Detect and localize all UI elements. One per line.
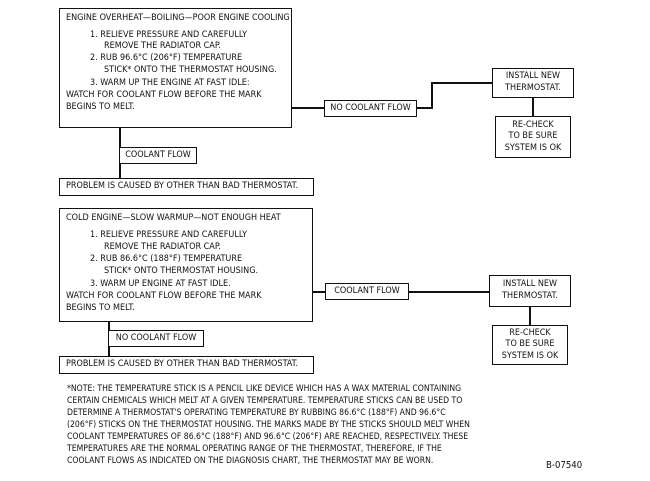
connector-line bbox=[431, 82, 493, 84]
overheat-step-1: 1. RELIEVE PRESSURE AND CAREFULLY bbox=[90, 30, 248, 40]
cold-engine-step-1-cont: REMOVE THE RADIATOR CAP. bbox=[104, 242, 221, 252]
cold-engine-step-2-cont: STICK* ONTO THERMOSTAT HOUSING. bbox=[104, 266, 259, 276]
cold-engine-recheck-line-3: SYSTEM IS OK bbox=[501, 350, 559, 361]
footnote-line: COOLANT FLOWS AS INDICATED ON THE DIAGNO… bbox=[67, 456, 434, 466]
connector-line bbox=[312, 291, 326, 293]
footnote-line: DETERMINE A THERMOSTAT'S OPERATING TEMPE… bbox=[67, 408, 446, 418]
cold-engine-step-3: 3. WARM UP ENGINE AT FAST IDLE. bbox=[90, 279, 231, 289]
overheat-title: ENGINE OVERHEAT—BOILING—POOR ENGINE COOL… bbox=[66, 13, 290, 23]
figure-id: B-07540 bbox=[546, 460, 583, 471]
cold-engine-result-text: PROBLEM IS CAUSED BY OTHER THAN BAD THER… bbox=[66, 359, 299, 369]
cold-engine-install-thermostat-box: INSTALL NEW THERMOSTAT. bbox=[489, 275, 571, 307]
overheat-recheck-line-3: SYSTEM IS OK bbox=[504, 142, 562, 153]
cold-engine-step-3-end: BEGINS TO MELT. bbox=[66, 303, 135, 313]
overheat-coolant-flow-box: COOLANT FLOW bbox=[119, 147, 197, 164]
overheat-step-3-end: BEGINS TO MELT. bbox=[66, 102, 135, 112]
overheat-coolant-flow-label: COOLANT FLOW bbox=[125, 149, 191, 160]
connector-line bbox=[431, 82, 433, 109]
overheat-step-2: 2. RUB 96.6°C (206°F) TEMPERATURE bbox=[90, 53, 243, 63]
cold-engine-recheck-box: RE-CHECK TO BE SURE SYSTEM IS OK bbox=[492, 325, 568, 365]
cold-engine-no-coolant-flow-label: NO COOLANT FLOW bbox=[115, 332, 197, 343]
overheat-result-box: PROBLEM IS CAUSED BY OTHER THAN BAD THER… bbox=[59, 178, 314, 196]
cold-engine-coolant-flow-label: COOLANT FLOW bbox=[334, 285, 400, 296]
connector-line bbox=[529, 306, 531, 326]
cold-engine-no-coolant-flow-box: NO COOLANT FLOW bbox=[108, 330, 204, 347]
overheat-install-thermostat-box: INSTALL NEW THERMOSTAT. bbox=[492, 68, 574, 98]
overheat-step-2-cont: STICK* ONTO THE THERMOSTAT HOUSING. bbox=[104, 65, 277, 75]
overheat-recheck-line-1: RE-CHECK bbox=[512, 119, 554, 130]
connector-line bbox=[532, 97, 534, 117]
cold-engine-recheck-line-2: TO BE SURE bbox=[505, 339, 555, 350]
footnote-line: (206°F) STICKS ON THE THERMOSTAT HOUSING… bbox=[67, 420, 470, 430]
cold-engine-coolant-flow-box: COOLANT FLOW bbox=[325, 283, 409, 300]
footnote-line: TEMPERATURES ARE THE NORMAL OPERATING RA… bbox=[67, 444, 442, 454]
overheat-recheck-line-2: TO BE SURE bbox=[508, 131, 558, 142]
cold-engine-steps-box: COLD ENGINE—SLOW WARMUP—NOT ENOUGH HEAT … bbox=[59, 208, 313, 322]
overheat-step-3-cont: WATCH FOR COOLANT FLOW BEFORE THE MARK bbox=[66, 90, 262, 100]
cold-engine-install-line-2: THERMOSTAT. bbox=[502, 291, 558, 301]
footnote-line: COOLANT TEMPERATURES OF 86.6°C (188°F) A… bbox=[67, 432, 469, 442]
overheat-install-line-2: THERMOSTAT. bbox=[505, 83, 561, 93]
cold-engine-result-box: PROBLEM IS CAUSED BY OTHER THAN BAD THER… bbox=[59, 356, 314, 374]
footnote-line: *NOTE: THE TEMPERATURE STICK IS A PENCIL… bbox=[67, 384, 462, 394]
cold-engine-title: COLD ENGINE—SLOW WARMUP—NOT ENOUGH HEAT bbox=[66, 213, 281, 223]
footnote-line: CERTAIN CHEMICALS WHICH MELT AT A GIVEN … bbox=[67, 396, 463, 406]
overheat-result-text: PROBLEM IS CAUSED BY OTHER THAN BAD THER… bbox=[66, 181, 299, 191]
overheat-no-coolant-flow-box: NO COOLANT FLOW bbox=[324, 100, 417, 117]
cold-engine-install-line-1: INSTALL NEW bbox=[502, 279, 558, 290]
cold-engine-step-2: 2. RUB 86.6°C (188°F) TEMPERATURE bbox=[90, 254, 243, 264]
overheat-no-coolant-flow-label: NO COOLANT FLOW bbox=[330, 102, 411, 113]
overheat-step-3: 3. WARM UP THE ENGINE AT FAST IDLE: bbox=[90, 78, 250, 88]
connector-line bbox=[416, 107, 432, 109]
cold-engine-step-3-cont: WATCH FOR COOLANT FLOW BEFORE THE MARK bbox=[66, 291, 262, 301]
cold-engine-recheck-line-1: RE-CHECK bbox=[509, 327, 551, 338]
overheat-recheck-box: RE-CHECK TO BE SURE SYSTEM IS OK bbox=[495, 116, 571, 158]
connector-line bbox=[291, 107, 325, 109]
overheat-install-line-1: INSTALL NEW bbox=[505, 71, 561, 82]
connector-line bbox=[408, 291, 490, 293]
overheat-steps-box: ENGINE OVERHEAT—BOILING—POOR ENGINE COOL… bbox=[59, 8, 292, 128]
cold-engine-step-1: 1. RELIEVE PRESSURE AND CAREFULLY bbox=[90, 230, 248, 240]
overheat-step-1-cont: REMOVE THE RADIATOR CAP. bbox=[104, 41, 221, 51]
